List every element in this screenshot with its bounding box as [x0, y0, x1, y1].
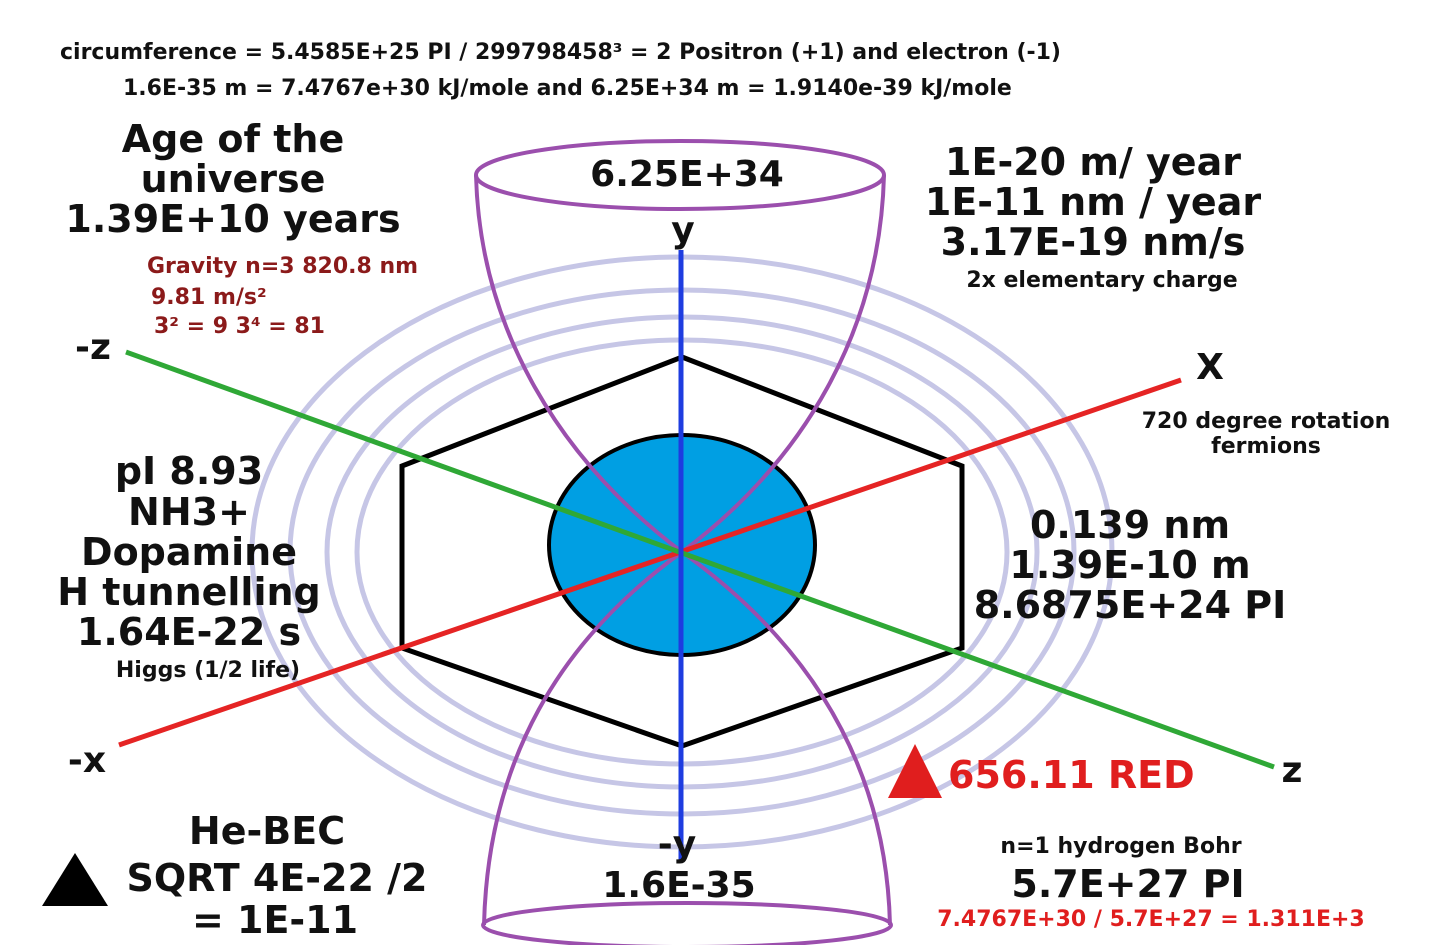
- x-axis-label: X: [1196, 347, 1224, 388]
- gravity-line-3: 3² = 9 3⁴ = 81: [154, 314, 325, 339]
- bohr-line-3: 7.4767E+30 / 5.7E+27 = 1.311E+3: [937, 907, 1365, 932]
- header-line-2: 1.6E-35 m = 7.4767e+30 kJ/mole and 6.25E…: [123, 76, 1012, 101]
- y-axis-label: y: [671, 210, 695, 251]
- left-line-3: Dopamine: [81, 530, 297, 574]
- left-line-4: H tunnelling: [57, 570, 321, 614]
- neg-x-axis-label: -x: [67, 740, 107, 781]
- left-line-5: 1.64E-22 s: [76, 610, 302, 654]
- rotation-note-line-2: fermions: [1211, 434, 1321, 459]
- red-triangle-icon: [888, 744, 942, 798]
- bottom-funnel-rim: [481, 901, 893, 945]
- red-wavelength-label: 656.11 RED: [948, 753, 1195, 797]
- header-line-1: circumference = 5.4585E+25 PI / 29979845…: [60, 40, 1061, 65]
- rate-line-3: 3.17E-19 nm/s: [940, 220, 1246, 264]
- gravity-line-2: 9.81 m/s²: [151, 285, 267, 310]
- bohr-line-2: 5.7E+27 PI: [1011, 862, 1245, 906]
- gravity-line-1: Gravity n=3 820.8 nm: [147, 254, 419, 279]
- left-line-2: NH3+: [128, 490, 250, 534]
- right-line-2: 1.39E-10 m: [1009, 543, 1251, 587]
- left-line-6: Higgs (1/2 life): [115, 658, 301, 683]
- age-line-2: universe: [140, 157, 326, 201]
- bohr-line-1: n=1 hydrogen Bohr: [1000, 834, 1242, 859]
- age-line-1: Age of the: [121, 117, 345, 161]
- z-axis-label: z: [1281, 750, 1303, 791]
- he-line-1: He-BEC: [188, 809, 346, 853]
- rate-line-4: 2x elementary charge: [966, 268, 1238, 293]
- age-line-3: 1.39E+10 years: [65, 197, 401, 241]
- he-line-3: = 1E-11: [191, 898, 359, 942]
- black-triangle-icon: [42, 853, 108, 906]
- z-axis-line: [125, 349, 1275, 770]
- right-line-3: 8.6875E+24 PI: [973, 583, 1287, 627]
- neg-z-axis-label: -z: [75, 327, 111, 368]
- left-line-1: pI 8.93: [114, 449, 264, 493]
- rate-line-1: 1E-20 m/ year: [945, 140, 1241, 184]
- he-line-2: SQRT 4E-22 /2: [126, 856, 428, 900]
- rotation-note-line-1: 720 degree rotation: [1141, 409, 1391, 434]
- bottom-funnel-label: 1.6E-35: [602, 865, 756, 906]
- right-line-1: 0.139 nm: [1029, 503, 1231, 547]
- rate-line-2: 1E-11 nm / year: [924, 180, 1262, 224]
- neg-y-axis-label: -y: [657, 824, 697, 865]
- x-axis-line: [118, 377, 1182, 748]
- top-funnel-label: 6.25E+34: [590, 154, 784, 195]
